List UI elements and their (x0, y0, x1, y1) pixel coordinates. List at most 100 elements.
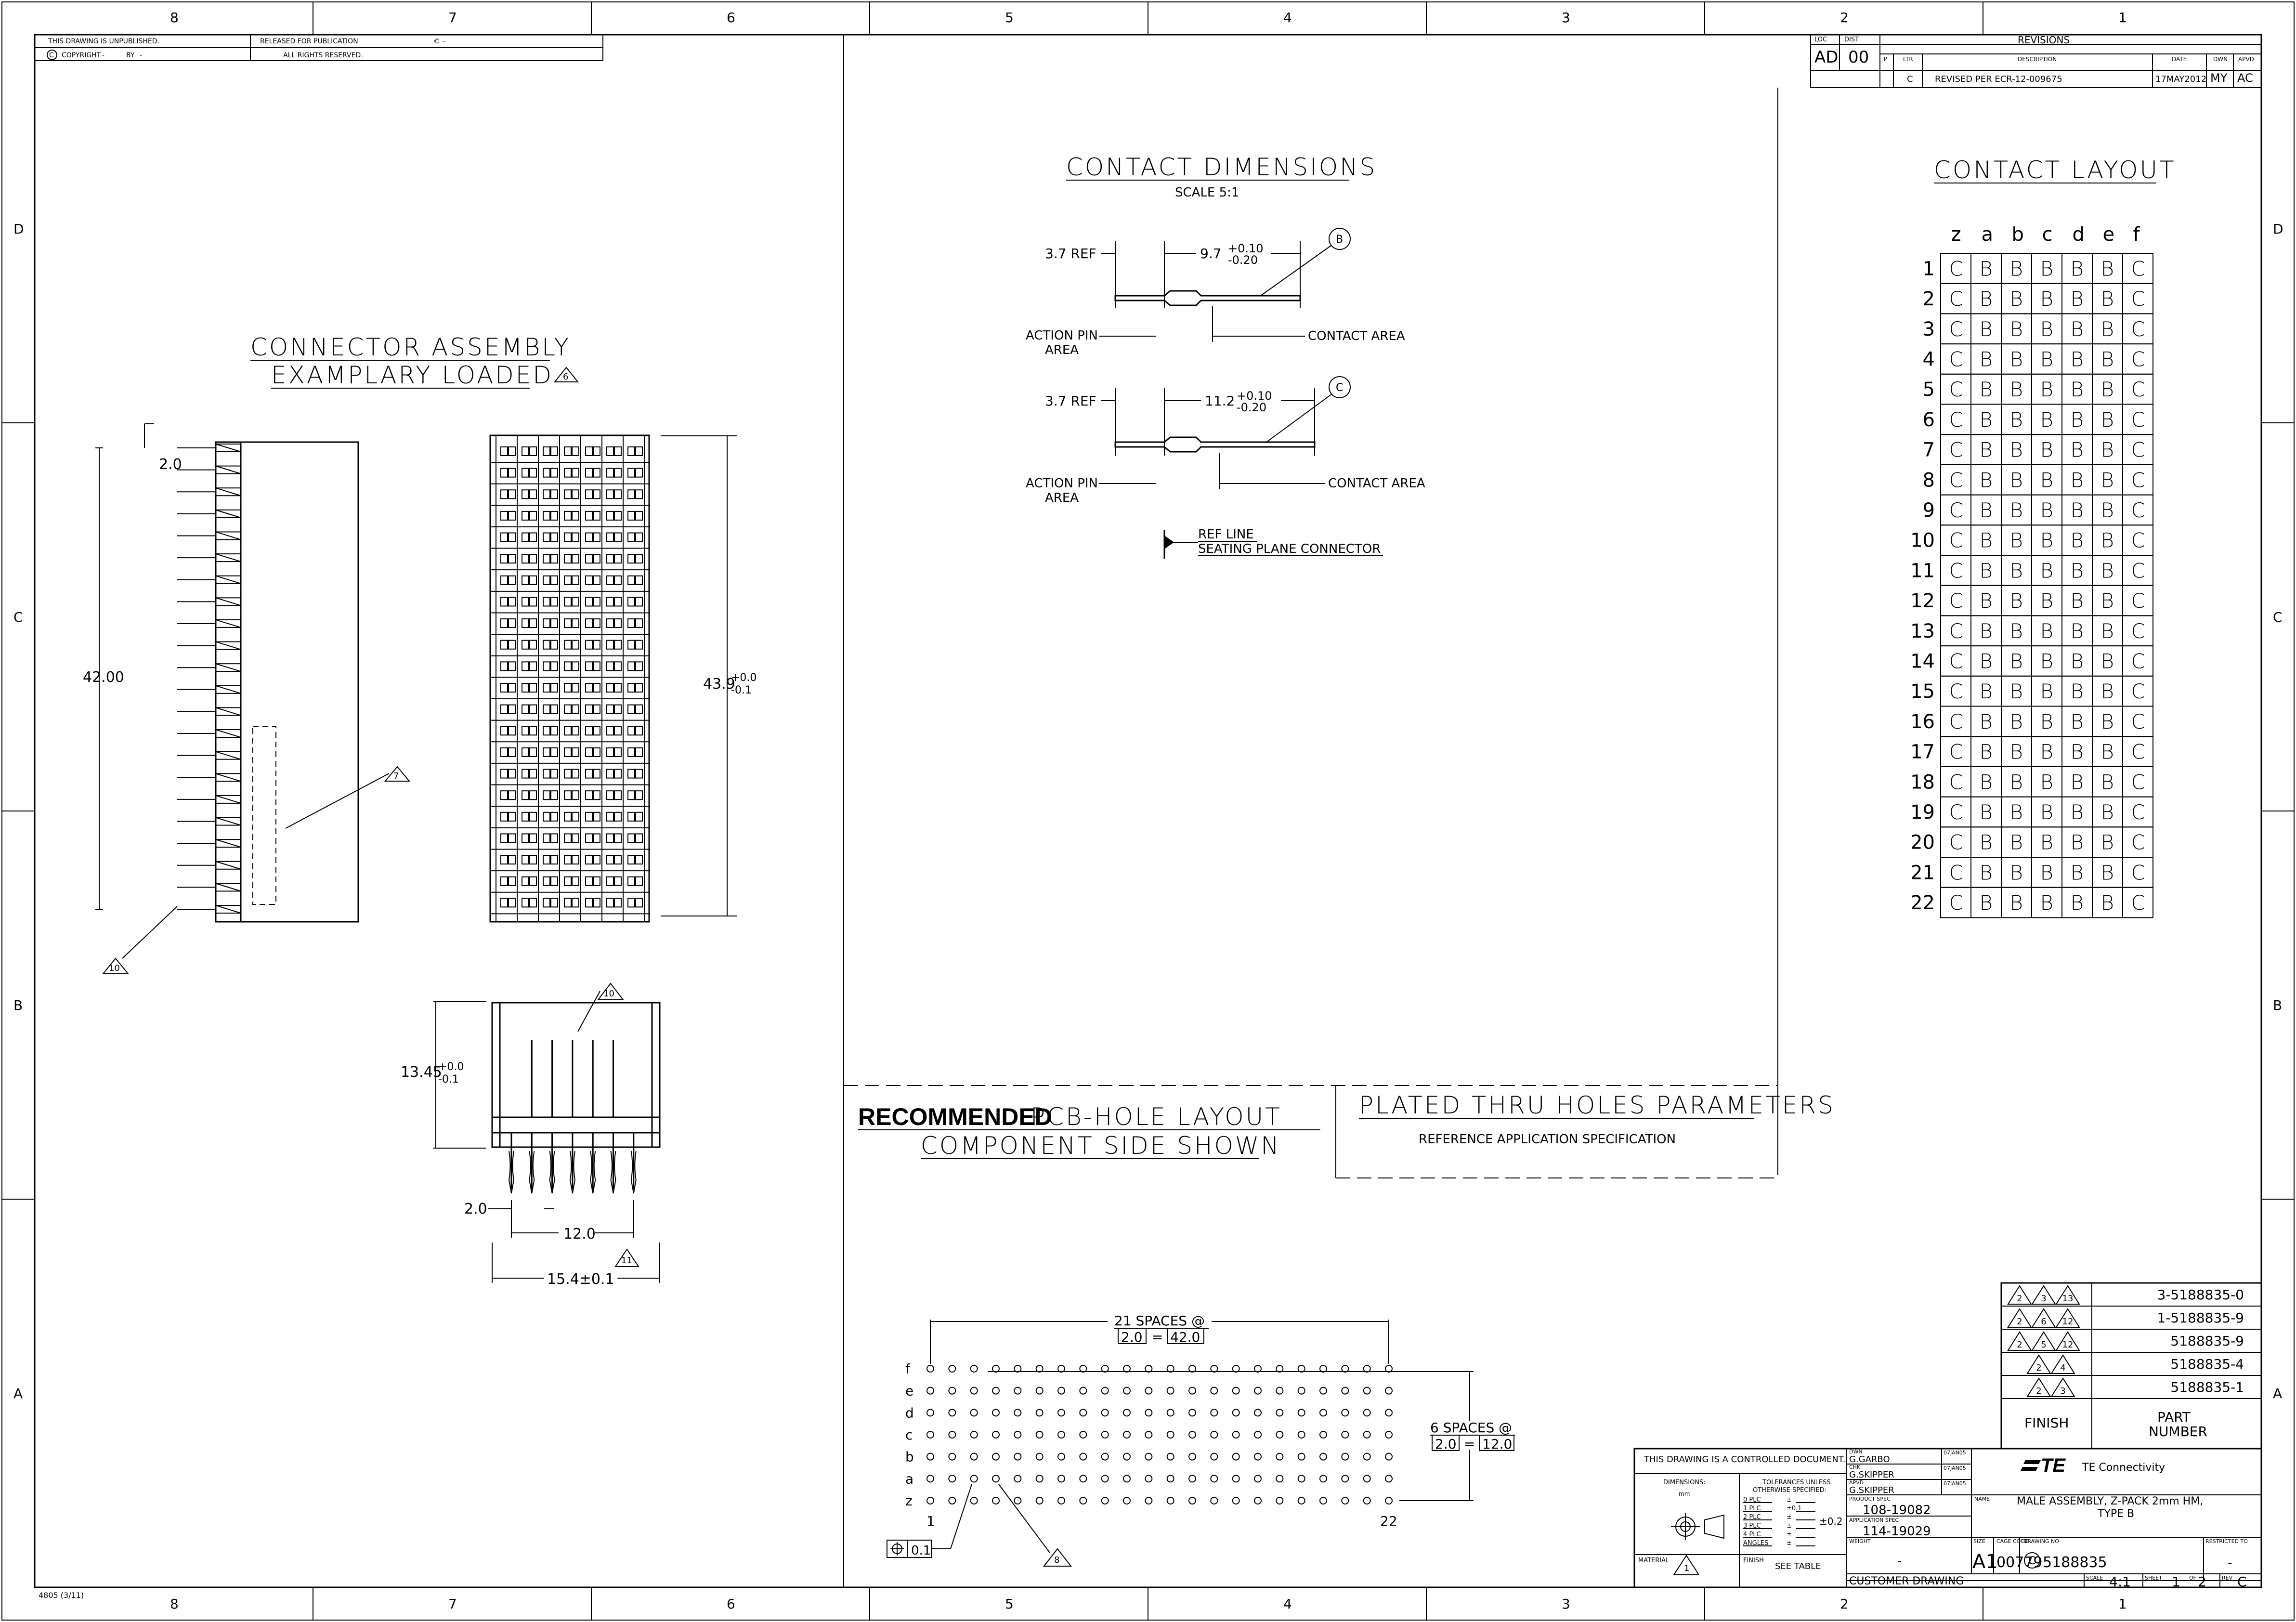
cl-cell-value: B (2071, 408, 2084, 432)
top-pin (550, 898, 558, 908)
copyright-icon (47, 50, 57, 60)
cl-cell-value: B (2101, 378, 2114, 401)
tb-product-spec: 108-19082 (1863, 1503, 1931, 1517)
revision-flag-icon (2055, 1308, 2080, 1328)
top-pin (500, 489, 508, 499)
top-pin (585, 532, 593, 542)
top-pin (593, 898, 600, 908)
cl-cell-value: B (1980, 740, 1993, 764)
top-pin (564, 554, 572, 564)
pcb-hole (1276, 1387, 1284, 1395)
top-pin (572, 769, 579, 779)
cl-row-label: 15 (1910, 680, 1935, 703)
top-pin (585, 833, 593, 843)
tb-of-label: OF (2189, 1575, 2196, 1581)
cl-cell-value: B (2010, 740, 2023, 764)
ca-pitch-dim: 2.0 (159, 456, 182, 473)
pcb-hole (1276, 1452, 1284, 1461)
pcb-hole (1210, 1497, 1218, 1504)
zone-label-left: B (13, 997, 23, 1013)
top-pin (614, 726, 622, 736)
top-pin (543, 532, 550, 542)
zone-label-top: 4 (1283, 10, 1292, 26)
top-pin (585, 790, 593, 800)
zone-label-top: 5 (1005, 10, 1014, 26)
top-pin (635, 661, 643, 671)
top-pin (522, 446, 529, 456)
cl-cell-value: B (2040, 831, 2054, 854)
flag-10b-text: 10 (603, 989, 614, 999)
cl-cell-value: C (1949, 589, 1963, 613)
pcb-hole (1254, 1431, 1262, 1439)
top-pin (606, 554, 614, 564)
cl-cell-value: B (2071, 831, 2084, 854)
top-pin (627, 468, 635, 478)
top-pin (606, 811, 614, 822)
top-pin (543, 747, 550, 757)
te-logo-icon: TE (2021, 1455, 2066, 1476)
ca-front-pins (177, 444, 241, 914)
top-pin (564, 640, 572, 650)
tb-dimensions: DIMENSIONS: (1663, 1479, 1706, 1486)
cl-cell-value: B (2040, 680, 2054, 703)
top-pin (635, 769, 643, 779)
top-pin (614, 811, 622, 822)
top-pin (500, 726, 508, 736)
top-pin (508, 811, 516, 822)
top-pin (627, 446, 635, 456)
top-pin (550, 726, 558, 736)
top-pin (529, 468, 537, 478)
pcb-hole (1145, 1475, 1153, 1483)
revision-flag-text: 2 (2017, 1294, 2022, 1304)
top-pin (606, 575, 614, 585)
top-pin (614, 618, 622, 628)
cl-cell-value: B (1980, 257, 1993, 280)
copyright-text: COPYRIGHT (62, 52, 101, 59)
top-pin (635, 790, 643, 800)
ca-front-body (215, 441, 359, 923)
pcb-hole (1101, 1431, 1109, 1439)
front-pin-housing (215, 905, 241, 914)
top-pin (606, 898, 614, 908)
cl-col-label: d (2073, 223, 2085, 246)
top-pin (522, 876, 529, 886)
connector-assembly-view: CONNECTOR ASSEMBLY EXAMPLARY LOADED 6 42… (83, 333, 757, 1288)
pcb-hole (1276, 1431, 1284, 1439)
revision-flag-icon (2007, 1308, 2032, 1328)
cl-row-label: 5 (1923, 379, 1935, 401)
top-pin (543, 597, 550, 607)
pcb-hole (992, 1409, 1000, 1417)
cl-cell-value: B (2071, 438, 2084, 462)
top-pin (606, 769, 614, 779)
pcb-hole (1014, 1365, 1022, 1373)
top-pin (606, 683, 614, 693)
pcb-hole (970, 1409, 978, 1417)
top-pin (543, 811, 550, 822)
top-pin (585, 683, 593, 693)
pcb-hole (1145, 1497, 1153, 1504)
ca-side-profile (491, 1002, 661, 1194)
cl-cell-value: B (1980, 408, 1993, 432)
pcb-hole (1341, 1387, 1349, 1395)
pcb-hole (1297, 1387, 1305, 1395)
pcb-hole (1101, 1475, 1109, 1483)
top-pin (564, 811, 572, 822)
cl-cell-value: C (2131, 408, 2145, 432)
pcb-hole (1232, 1431, 1240, 1439)
top-pin (529, 532, 537, 542)
pcb-hole (1319, 1475, 1327, 1483)
cl-cell-value: B (2040, 287, 2054, 311)
cl-cell-value: B (2040, 589, 2054, 613)
top-pin (572, 747, 579, 757)
cl-cell-value: C (2131, 287, 2145, 311)
top-pin (635, 489, 643, 499)
top-pin (585, 618, 593, 628)
ca-label-zone (252, 726, 276, 905)
cl-row-label: 1 (1923, 258, 1935, 280)
pcb-hole (1057, 1365, 1065, 1373)
top-pin (585, 597, 593, 607)
pcb-hole (948, 1475, 956, 1483)
cl-cell-value: B (2010, 287, 2023, 311)
pcb-pitch-a: 2.0 (1121, 1329, 1143, 1345)
top-pin (529, 446, 537, 456)
